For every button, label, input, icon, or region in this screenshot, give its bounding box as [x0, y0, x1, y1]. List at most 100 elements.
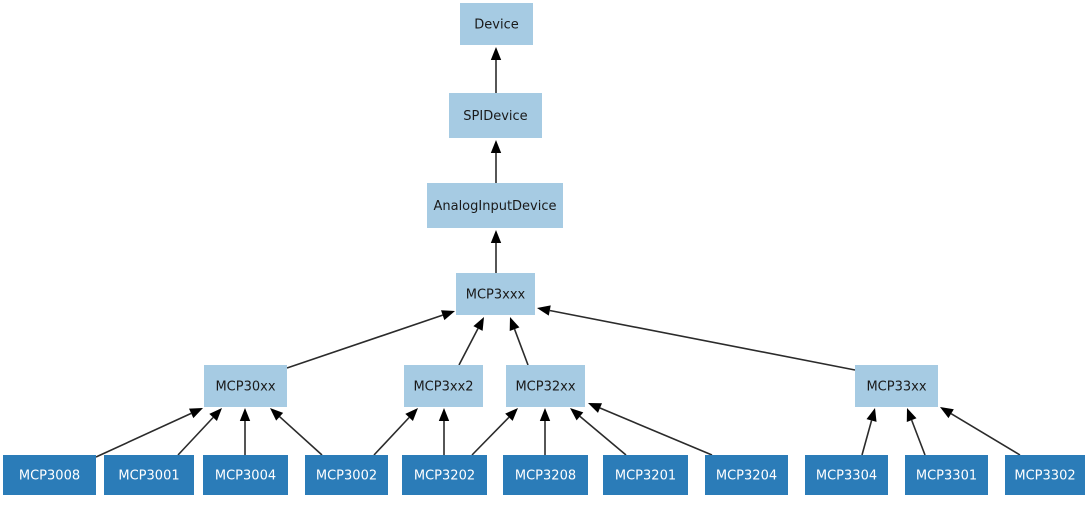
arrowhead-icon: [490, 47, 502, 60]
class-node-label: AnalogInputDevice: [433, 199, 556, 214]
class-node-label: MCP3204: [716, 469, 777, 484]
class-node-label: SPIDevice: [463, 109, 527, 124]
class-node-box: [456, 273, 535, 315]
class-node-mcp30xx[interactable]: MCP30xx: [204, 365, 287, 407]
class-node-label: MCP3008: [19, 469, 80, 484]
class-node-box: [503, 455, 588, 495]
inheritance-edge: [539, 408, 551, 455]
class-node-label: MCP33xx: [866, 380, 926, 395]
class-node-box: [705, 455, 788, 495]
class-node-box: [203, 455, 288, 495]
inheritance-edge: [177, 408, 222, 456]
arrowhead-icon: [906, 408, 917, 422]
class-node-box: [402, 455, 487, 495]
class-node-label: MCP3002: [316, 469, 377, 484]
class-node-analoginputdevice[interactable]: AnalogInputDevice: [427, 183, 563, 228]
class-node-mcp3302[interactable]: MCP3302: [1005, 455, 1085, 495]
class-node-mcp3004[interactable]: MCP3004: [203, 455, 288, 495]
class-node-box: [603, 455, 688, 495]
class-node-box: [449, 93, 542, 138]
arrowhead-icon: [588, 403, 602, 413]
class-node-box: [805, 455, 888, 495]
arrowhead-icon: [270, 408, 284, 421]
arrowhead-icon: [539, 408, 551, 421]
class-node-mcp3002[interactable]: MCP3002: [305, 455, 388, 495]
class-node-mcp3204[interactable]: MCP3204: [705, 455, 788, 495]
edge-line: [579, 415, 627, 456]
class-node-box: [855, 365, 938, 407]
inheritance-edge: [458, 317, 484, 366]
inheritance-edge: [588, 403, 713, 456]
inheritance-edge: [490, 140, 502, 183]
class-node-box: [404, 365, 483, 407]
class-node-box: [427, 183, 563, 228]
class-node-box: [305, 455, 388, 495]
class-node-mcp3304[interactable]: MCP3304: [805, 455, 888, 495]
class-node-mcp3202[interactable]: MCP3202: [402, 455, 487, 495]
nodes-layer: DeviceSPIDeviceAnalogInputDeviceMCP3xxxM…: [3, 3, 1085, 495]
inheritance-edge: [471, 408, 518, 456]
arrowhead-icon: [189, 408, 203, 419]
inheritance-edge: [940, 407, 1021, 456]
class-node-mcp32xx[interactable]: MCP32xx: [506, 365, 585, 407]
inheritance-edge: [906, 408, 926, 456]
class-node-label: MCP3001: [118, 469, 179, 484]
arrowhead-icon: [209, 408, 222, 422]
arrowhead-icon: [490, 230, 502, 243]
edge-line: [286, 314, 443, 369]
class-node-label: MCP3304: [816, 469, 877, 484]
class-node-mcp3001[interactable]: MCP3001: [104, 455, 194, 495]
class-node-device[interactable]: Device: [460, 3, 533, 45]
arrowhead-icon: [940, 407, 954, 419]
inheritance-edge: [537, 305, 856, 371]
class-node-label: MCP3208: [515, 469, 576, 484]
inheritance-edge: [490, 47, 502, 93]
class-node-label: MCP3xxx: [466, 288, 526, 303]
edges-layer: [95, 47, 1021, 458]
class-node-box: [905, 455, 988, 495]
class-node-label: MCP3201: [615, 469, 676, 484]
class-node-mcp3208[interactable]: MCP3208: [503, 455, 588, 495]
class-node-spidevice[interactable]: SPIDevice: [449, 93, 542, 138]
edge-line: [861, 420, 873, 456]
class-node-mcp3xx2[interactable]: MCP3xx2: [404, 365, 483, 407]
inheritance-edge: [490, 230, 502, 273]
class-node-box: [204, 365, 287, 407]
edge-line: [177, 416, 214, 456]
inheritance-edge: [570, 408, 627, 456]
edge-line: [950, 413, 1021, 456]
class-node-mcp3301[interactable]: MCP3301: [905, 455, 988, 495]
arrowhead-icon: [441, 310, 455, 321]
class-node-label: MCP30xx: [215, 380, 275, 395]
inheritance-edge: [373, 408, 418, 456]
class-node-label: MCP3302: [1014, 469, 1075, 484]
edge-line: [373, 416, 410, 456]
inheritance-edge: [509, 317, 529, 366]
class-node-label: MCP3004: [215, 469, 276, 484]
class-node-label: MCP3301: [916, 469, 977, 484]
class-node-box: [506, 365, 585, 407]
class-node-mcp3201[interactable]: MCP3201: [603, 455, 688, 495]
class-node-mcp3008[interactable]: MCP3008: [3, 455, 96, 495]
class-node-mcp3xxx[interactable]: MCP3xxx: [456, 273, 535, 315]
arrowhead-icon: [537, 305, 551, 316]
class-node-label: MCP32xx: [515, 380, 575, 395]
class-node-label: Device: [474, 18, 518, 33]
arrowhead-icon: [438, 408, 450, 421]
class-node-box: [1005, 455, 1085, 495]
arrowhead-icon: [405, 408, 418, 422]
class-node-box: [3, 455, 96, 495]
class-node-mcp33xx[interactable]: MCP33xx: [855, 365, 938, 407]
arrowhead-icon: [473, 317, 484, 331]
inheritance-edge: [286, 310, 455, 369]
inheritance-edge: [270, 408, 323, 456]
arrowhead-icon: [239, 408, 251, 421]
inheritance-edge: [95, 408, 203, 458]
edge-line: [549, 309, 856, 371]
edge-line: [471, 416, 510, 456]
inheritance-edge: [239, 408, 251, 455]
class-node-label: MCP3202: [414, 469, 475, 484]
edge-line: [513, 328, 529, 366]
